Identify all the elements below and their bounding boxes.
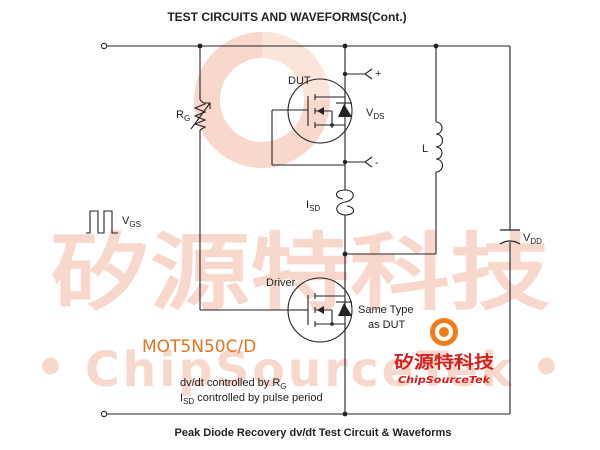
junction-vds-minus — [342, 159, 348, 165]
junction-node — [342, 251, 348, 257]
terminal-top-left — [100, 42, 108, 50]
dut-source-dot — [330, 123, 334, 127]
brand-logo-core — [439, 327, 449, 337]
vdd-label: VDD — [523, 232, 542, 246]
junction-vds-plus — [342, 71, 348, 77]
watermark-en-text: ChipSourceTek — [85, 342, 515, 398]
isd-label: ISD — [306, 199, 320, 213]
junction-rg — [197, 43, 203, 49]
isd-probe-icon — [335, 189, 355, 216]
driver-label: Driver — [266, 277, 296, 289]
junction-inductor-top — [433, 43, 439, 49]
watermark: 矽源特科技 ChipSourceTek • • — [35, 32, 565, 398]
watermark-cn-text: 矽源特科技 — [50, 224, 550, 322]
dut-label: DUT — [288, 75, 311, 87]
brand-logo: 矽源特科技 ChipSourceTek — [394, 318, 495, 386]
watermark-dot-right: • — [531, 340, 565, 396]
brand-logo-en: ChipSourceTek — [398, 375, 491, 386]
dut-body-diode-icon — [338, 104, 352, 117]
vdd-supply-icon — [499, 229, 521, 245]
vds-probes — [364, 68, 373, 168]
terminal-bottom-left — [100, 410, 108, 418]
dut-arrow-icon — [317, 107, 324, 115]
driver-source-dot — [330, 322, 334, 326]
vds-probe-plus-icon — [364, 68, 373, 80]
dut-mosfet-icon — [287, 78, 353, 144]
vds-probe-minus-icon — [364, 156, 373, 168]
vgs-label: VGS — [122, 215, 141, 229]
terminals — [100, 42, 108, 418]
vds-plus-label: + — [375, 68, 381, 80]
vgs-pulse-icon — [86, 210, 118, 234]
vds-minus-label: - — [375, 157, 379, 169]
part-number: MOT5N50C/D — [142, 337, 256, 357]
inductor-label: L — [422, 143, 428, 155]
watermark-dot-left: • — [35, 340, 69, 396]
same-type-label: Same Type — [358, 304, 413, 316]
vds-label: VDS — [366, 107, 384, 121]
junction-bottom — [342, 411, 348, 417]
junctions — [197, 43, 439, 417]
driver-body-diode-icon — [338, 303, 352, 316]
page-title: TEST CIRCUITS AND WAVEFORMS(Cont.) — [167, 10, 406, 24]
rg-resistor-icon — [190, 99, 211, 131]
brand-logo-cn: 矽源特科技 — [394, 352, 495, 373]
junction-dut-top — [342, 43, 348, 49]
rg-label: RG — [176, 109, 190, 123]
note-rg: dv/dt controlled by RG — [180, 377, 287, 391]
note-isd: ISD controlled by pulse period — [180, 392, 323, 406]
driver-arrow-icon — [317, 306, 324, 314]
as-dut-label: as DUT — [368, 319, 406, 331]
driver-mosfet-icon — [287, 277, 353, 343]
inductor-icon — [435, 121, 444, 173]
figure-caption: Peak Diode Recovery dv/dt Test Circuit &… — [175, 427, 452, 439]
watermark-ring-arc — [261, 32, 330, 101]
